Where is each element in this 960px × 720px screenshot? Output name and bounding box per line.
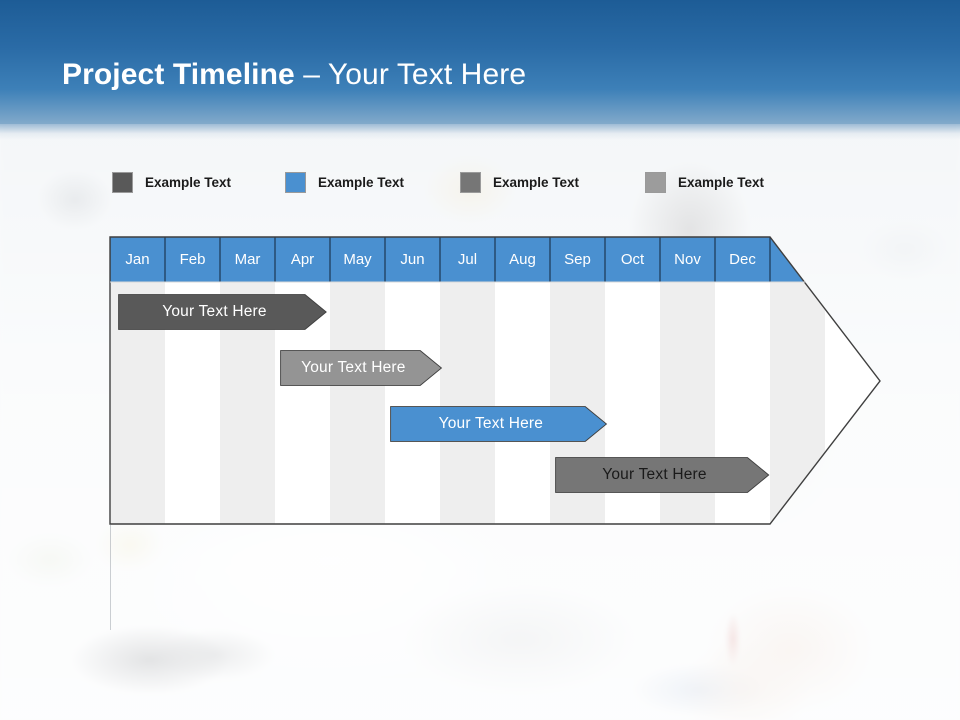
legend-item-label: Example Text	[318, 174, 405, 190]
legend-item-label: Example Text	[678, 174, 765, 190]
legend-item-1: Example Text	[112, 170, 231, 194]
title-banner	[0, 0, 960, 124]
page-title-dash: –	[294, 58, 328, 91]
task-bar-shape	[555, 457, 770, 493]
month-header-may: May	[343, 251, 372, 268]
task-bar-shape	[390, 406, 608, 442]
legend-item-label: Example Text	[145, 174, 232, 190]
month-header-jun: Jun	[400, 251, 425, 268]
legend-swatch-icon	[112, 171, 133, 193]
page-title-light: Your Text Here	[327, 58, 527, 91]
column-stripe	[440, 237, 495, 524]
legend-item-4: Example Text	[645, 170, 764, 194]
month-header-jul: Jul	[457, 251, 478, 268]
month-header-sep: Sep	[564, 251, 591, 268]
month-header-nov: Nov	[674, 251, 701, 268]
chart-column-separators	[110, 237, 771, 282]
month-header-feb: Feb	[179, 251, 206, 268]
month-header-apr: Apr	[290, 251, 315, 268]
task-bar-label: Your Text Here	[301, 359, 406, 376]
task-bar-shape	[280, 350, 443, 386]
title-banner-fade	[0, 124, 960, 140]
legend: Example Text Example Text Example Text Exam…	[112, 170, 812, 194]
column-stripe	[495, 237, 550, 524]
month-header-dec: Dec	[729, 251, 756, 268]
legend-item-2: Example Text	[285, 170, 404, 194]
chart-arrow-outline	[109, 236, 881, 525]
page-title-strong: Project Timeline	[62, 58, 295, 91]
month-header-oct: Oct	[620, 251, 645, 268]
task-bar-4[interactable]: Your Text Here	[555, 457, 770, 493]
column-stripe	[220, 237, 275, 524]
task-bar-2[interactable]: Your Text Here	[280, 350, 443, 386]
column-stripe	[110, 237, 165, 524]
month-header-mar: Mar	[234, 251, 261, 268]
task-bar-label: Your Text Here	[162, 303, 267, 320]
task-bar-3[interactable]: Your Text Here	[390, 406, 608, 442]
chart-guide-line	[110, 525, 111, 630]
page-title: Project Timeline – Your Text Here	[62, 58, 526, 92]
legend-swatch-icon	[285, 171, 306, 193]
task-bar-1[interactable]: Your Text Here	[118, 294, 327, 330]
task-bar-label: Your Text Here	[438, 415, 544, 432]
legend-item-3: Example Text	[460, 170, 579, 194]
month-header-jan: Jan	[125, 251, 150, 268]
task-bar-label: Your Text Here	[602, 466, 707, 483]
legend-swatch-icon	[645, 171, 666, 193]
month-header-aug: Aug	[509, 251, 536, 268]
legend-swatch-icon	[460, 171, 481, 193]
column-stripe	[165, 237, 220, 524]
legend-item-label: Example Text	[493, 174, 580, 190]
column-stripe	[825, 237, 880, 524]
task-bar-shape	[118, 294, 327, 330]
